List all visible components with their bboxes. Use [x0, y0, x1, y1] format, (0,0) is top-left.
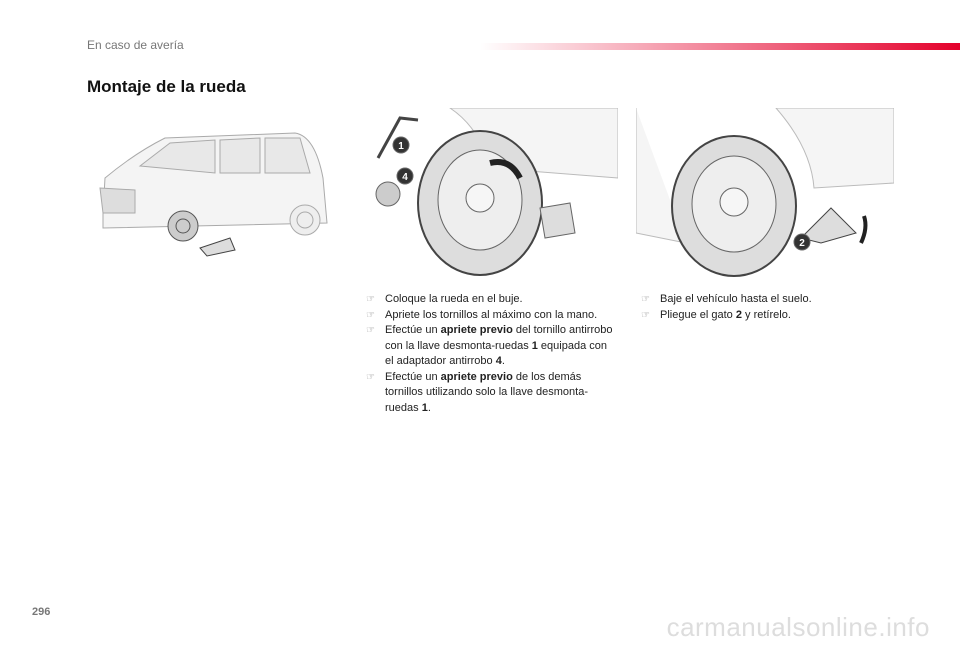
pointing-hand-icon: ☞: [641, 309, 650, 321]
header-accent-bar: [480, 43, 960, 50]
bold-text: apriete previo: [440, 370, 513, 383]
pointing-hand-icon: ☞: [641, 294, 650, 305]
callout-1: 1: [398, 141, 404, 152]
bold-text: 2: [735, 308, 742, 321]
pointing-hand-icon: ☞: [366, 325, 375, 336]
list-item: ☞ Coloque la rueda en el buje.: [366, 292, 616, 308]
bold-text: 4: [495, 355, 502, 367]
instructions-lower-vehicle: ☞ Baje el vehículo hasta el suelo. ☞ Pliegu…: [641, 292, 881, 323]
page-number: 296: [32, 606, 51, 618]
text: .: [427, 401, 431, 414]
list-item: ☞ Baje el vehículo hasta el suelo.: [641, 292, 881, 308]
pointing-hand-icon: ☞: [366, 371, 375, 383]
text: Efectúe un: [385, 324, 441, 336]
van-illustration: [99, 132, 328, 257]
bold-text: 1: [531, 339, 538, 352]
text: del tornillo antirrobo con la llave desm…: [385, 324, 613, 352]
instructions-mount-wheel: ☞ Coloque la rueda en el buje. ☞ Apriete lo…: [366, 292, 616, 416]
text: Efectúe un: [385, 370, 441, 383]
text: y retírelo.: [741, 308, 791, 321]
callout-2: 2: [799, 238, 805, 249]
pointing-hand-icon: ☞: [366, 309, 375, 321]
pointing-hand-icon: ☞: [366, 294, 375, 305]
list-item: ☞ Pliegue el gato 2 y retírelo.: [641, 308, 881, 324]
watermark: carmanualsonline.info: [666, 612, 930, 642]
text: .: [501, 355, 505, 367]
list-item: ☞ Apriete los tornillos al máximo con la …: [366, 308, 616, 324]
jack-lowering-illustration: 2: [636, 108, 894, 277]
text: de los demás tornillos utilizando solo l…: [385, 370, 588, 414]
bold-text: 1: [421, 401, 428, 414]
callout-4: 4: [402, 172, 408, 183]
list-item: ☞ Efectúe un apriete previo del tornillo …: [366, 323, 616, 370]
list-item: ☞ Efectúe un apriete previo de los demás …: [366, 370, 616, 417]
text: Pliegue el gato: [660, 308, 736, 321]
text: Coloque la rueda en el buje.: [385, 293, 523, 305]
page-title: Montaje de la rueda: [87, 77, 246, 96]
text: Baje el vehículo hasta el suelo.: [660, 293, 812, 305]
wheel-tightening-illustration: 1 4: [375, 108, 618, 276]
text: Apriete los tornillos al máximo con la m…: [385, 308, 598, 321]
text: equipada con el adaptador antirrobo: [385, 339, 607, 368]
section-title: En caso de avería: [87, 38, 184, 52]
bold-text: apriete previo: [440, 324, 513, 336]
